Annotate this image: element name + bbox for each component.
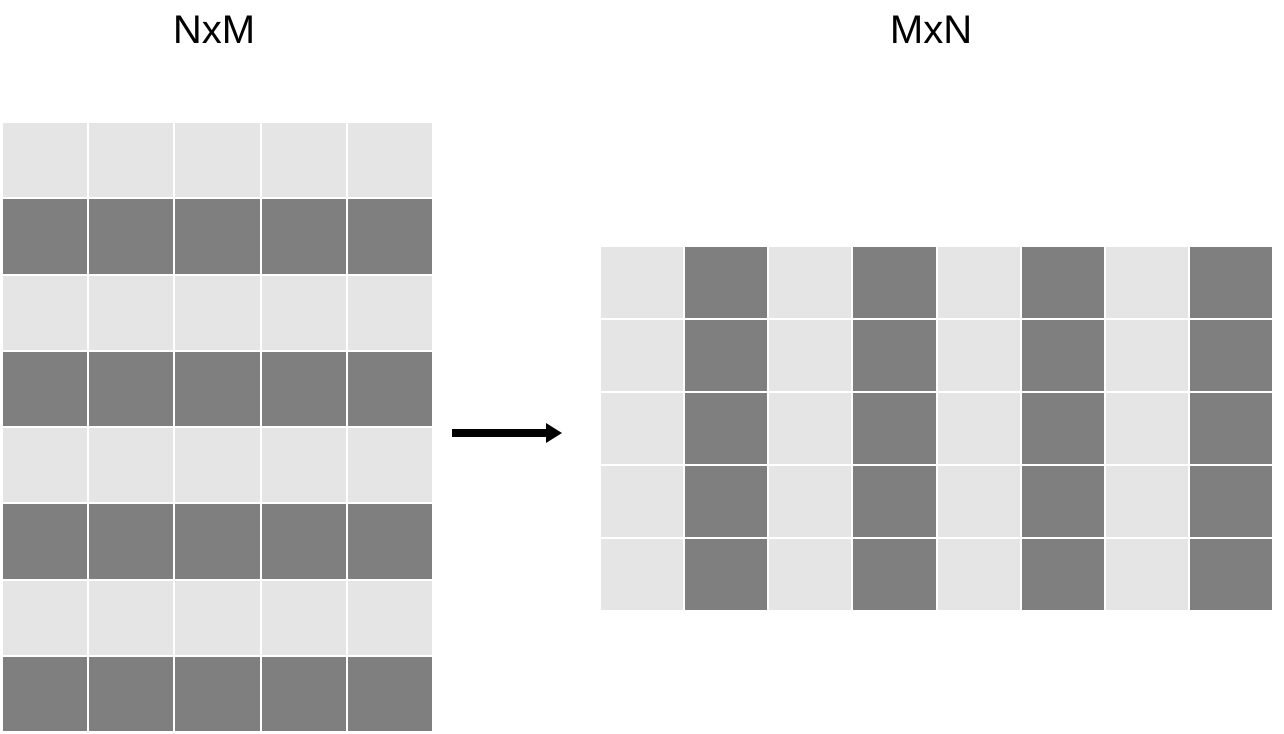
matrix-cell [347, 351, 432, 426]
matrix-cell [685, 393, 768, 464]
matrix-cell [853, 466, 936, 537]
matrix-cell [89, 351, 174, 426]
matrix-cell [175, 656, 260, 731]
matrix-cell [1189, 247, 1272, 318]
matrix-cell [347, 199, 432, 274]
matrix-cell [347, 123, 432, 198]
matrix-cell [3, 123, 88, 198]
matrix-cell [601, 247, 684, 318]
matrix-cell [769, 393, 852, 464]
matrix-cell [853, 247, 936, 318]
matrix-cell [769, 466, 852, 537]
matrix-cell [1021, 320, 1104, 391]
left-matrix-title: NxM [172, 8, 256, 52]
matrix-cell [89, 580, 174, 655]
matrix-cell [769, 320, 852, 391]
matrix-cell [1021, 393, 1104, 464]
matrix-cell [601, 539, 684, 610]
matrix-cell [937, 247, 1020, 318]
matrix-cell [769, 539, 852, 610]
matrix-cell [1189, 393, 1272, 464]
matrix-cell [853, 320, 936, 391]
matrix-cell [261, 428, 346, 503]
matrix-cell [261, 275, 346, 350]
matrix-cell [601, 466, 684, 537]
matrix-cell [1105, 320, 1188, 391]
matrix-cell [175, 580, 260, 655]
matrix-cell [1021, 539, 1104, 610]
matrix-cell [261, 656, 346, 731]
matrix-cell [3, 199, 88, 274]
matrix-cell [347, 504, 432, 579]
matrix-cell [1105, 466, 1188, 537]
matrix-cell [853, 539, 936, 610]
matrix-cell [347, 656, 432, 731]
matrix-cell [89, 123, 174, 198]
matrix-cell [89, 275, 174, 350]
matrix-cell [937, 320, 1020, 391]
matrix-cell [1105, 539, 1188, 610]
matrix-cell [89, 504, 174, 579]
matrix-cell [347, 275, 432, 350]
arrow-right-icon [452, 423, 562, 443]
matrix-cell [175, 504, 260, 579]
matrix-cell [1189, 539, 1272, 610]
matrix-cell [1021, 247, 1104, 318]
matrix-cell [3, 504, 88, 579]
matrix-cell [685, 539, 768, 610]
matrix-cell [89, 199, 174, 274]
matrix-cell [261, 199, 346, 274]
matrix-cell [89, 428, 174, 503]
matrix-cell [853, 393, 936, 464]
matrix-cell [601, 320, 684, 391]
matrix-cell [937, 539, 1020, 610]
matrix-cell [261, 504, 346, 579]
matrix-cell [1021, 466, 1104, 537]
matrix-cell [601, 393, 684, 464]
matrix-cell [3, 656, 88, 731]
matrix-cell [1105, 393, 1188, 464]
matrix-cell [261, 123, 346, 198]
matrix-cell [175, 351, 260, 426]
matrix-cell [685, 466, 768, 537]
matrix-cell [261, 580, 346, 655]
matrix-cell [175, 123, 260, 198]
matrix-cell [3, 580, 88, 655]
matrix-cell [1189, 320, 1272, 391]
matrix-cell [347, 428, 432, 503]
right-matrix-title: MxN [889, 8, 973, 52]
matrix-cell [3, 275, 88, 350]
matrix-cell [937, 466, 1020, 537]
matrix-cell [1105, 247, 1188, 318]
matrix-cell [175, 428, 260, 503]
matrix-cell [347, 580, 432, 655]
matrix-cell [937, 393, 1020, 464]
matrix-cell [3, 351, 88, 426]
mxn-matrix [601, 247, 1272, 610]
matrix-cell [175, 275, 260, 350]
nxm-matrix [3, 123, 432, 731]
matrix-cell [261, 351, 346, 426]
matrix-cell [685, 247, 768, 318]
matrix-cell [3, 428, 88, 503]
matrix-cell [89, 656, 174, 731]
matrix-cell [175, 199, 260, 274]
matrix-cell [1189, 466, 1272, 537]
matrix-cell [769, 247, 852, 318]
matrix-cell [685, 320, 768, 391]
